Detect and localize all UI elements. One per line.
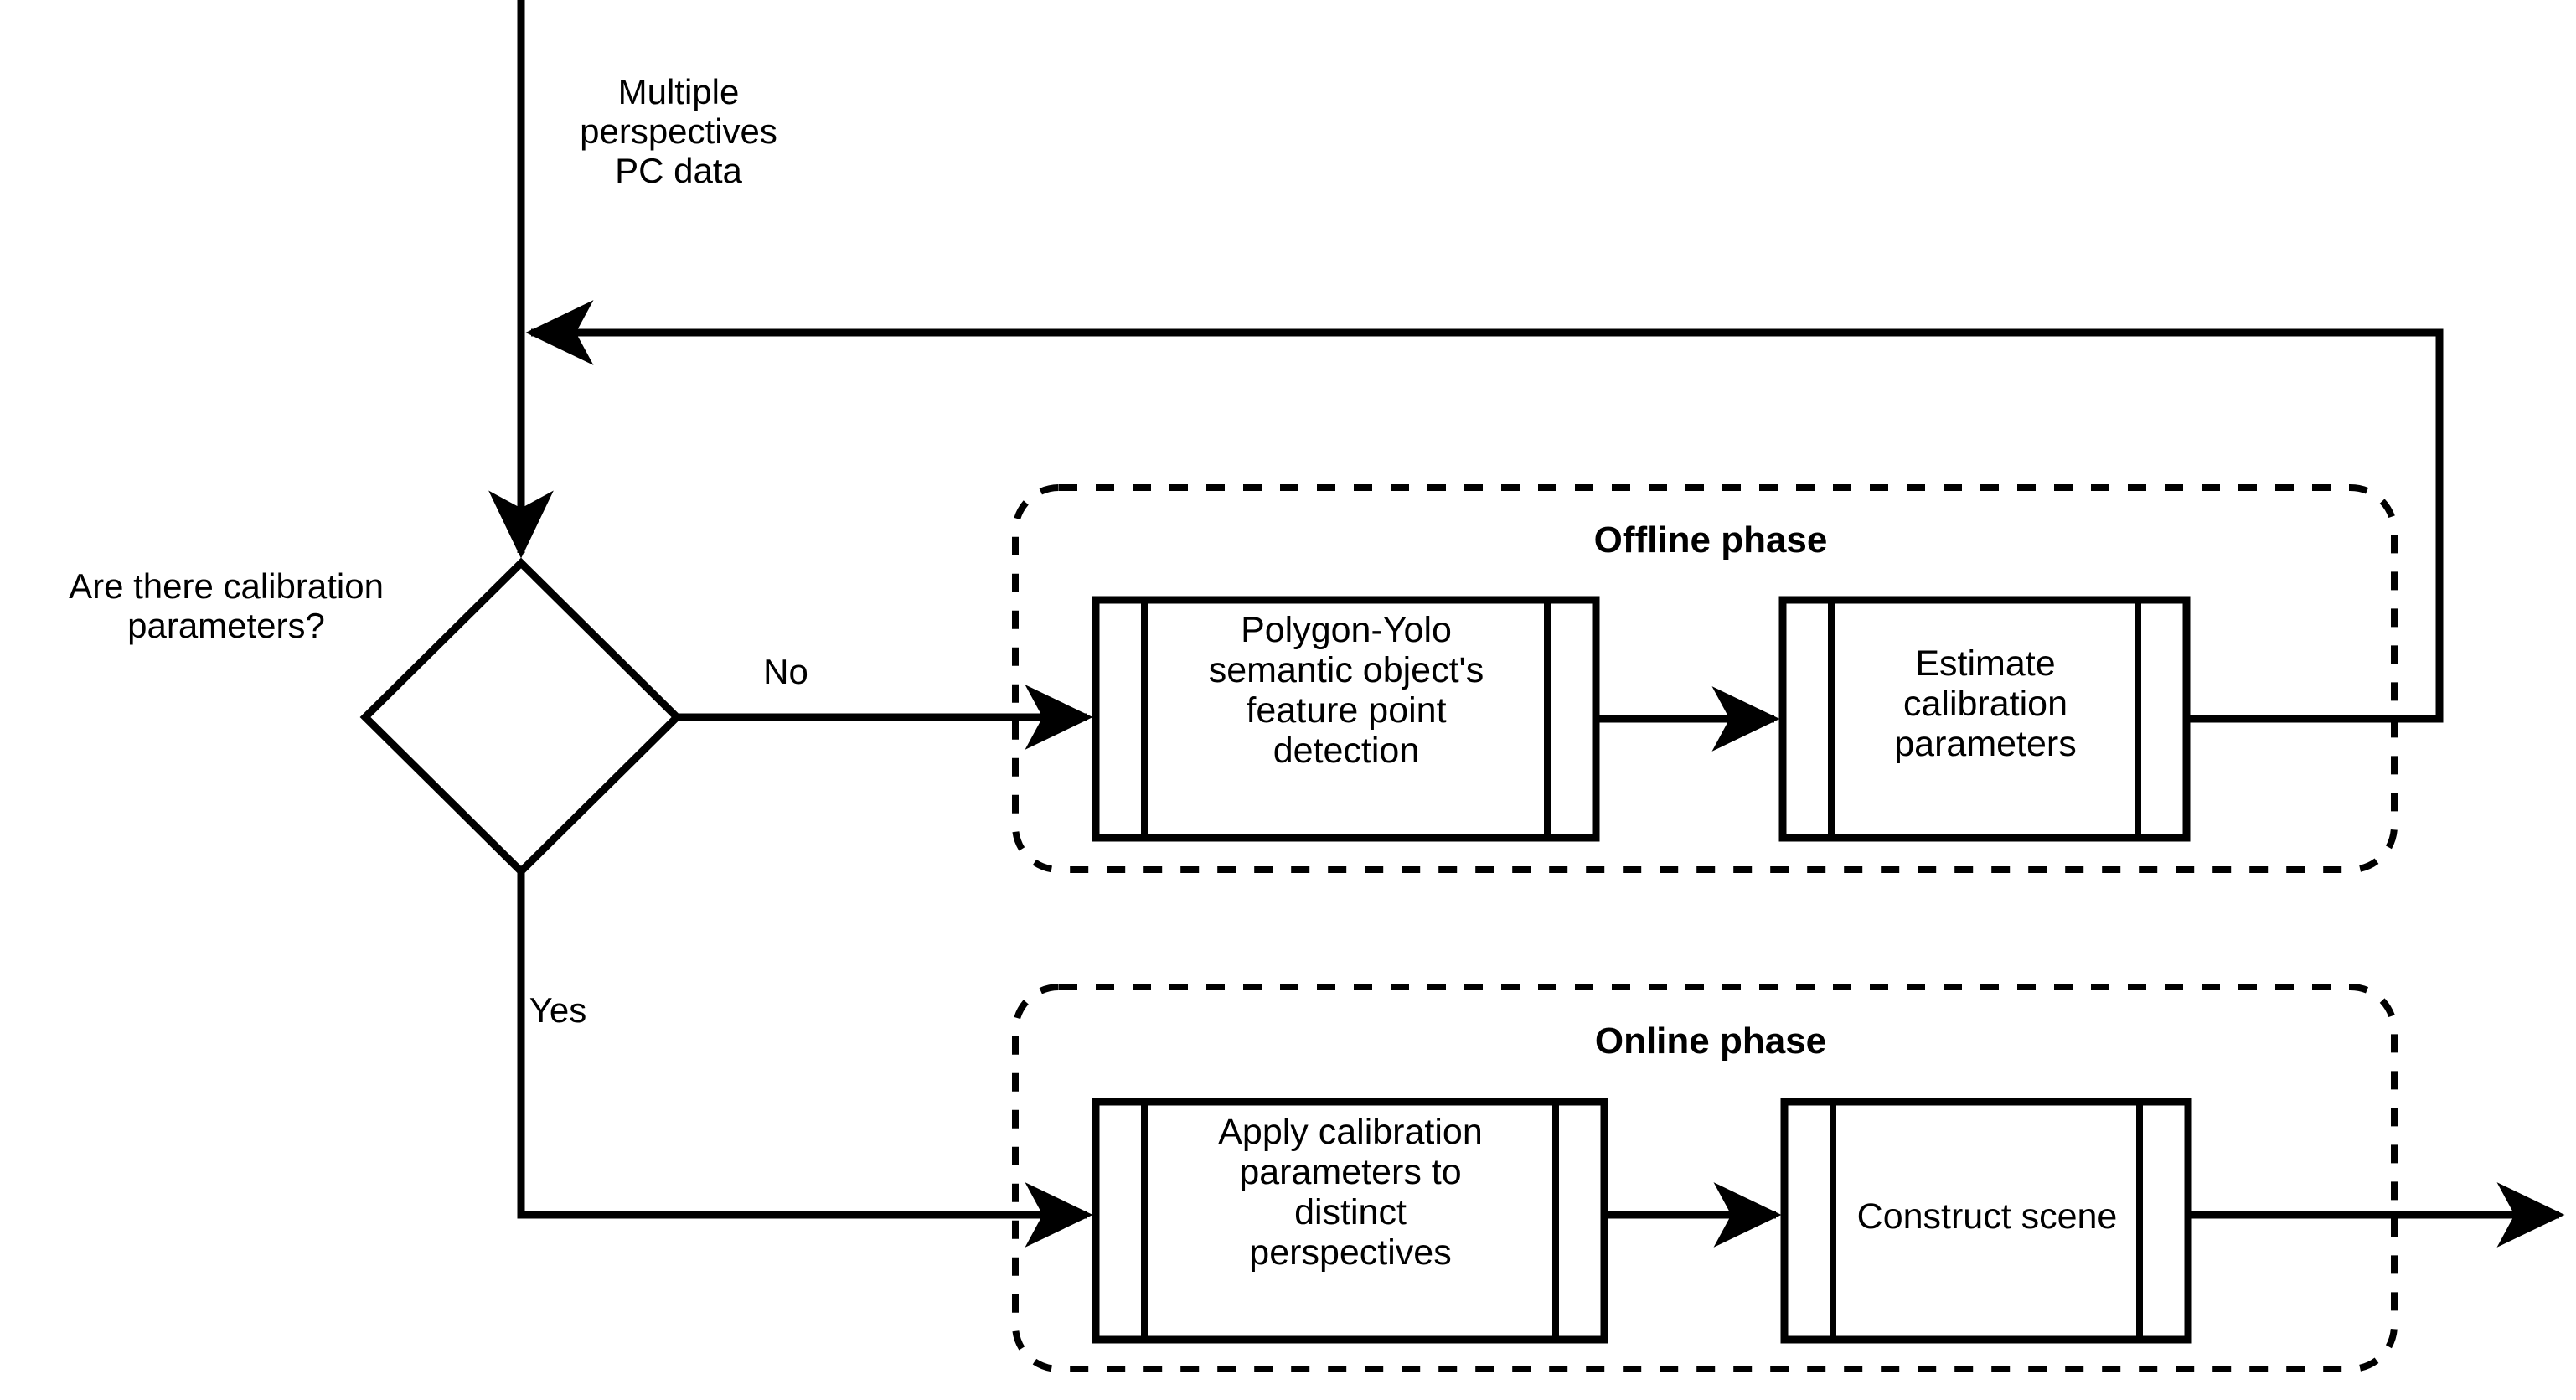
entry-data-label: Multiple perspectives PC data — [580, 72, 777, 191]
edge-label-no: No — [763, 652, 808, 691]
edge-estimate-feedback-to-entry — [525, 300, 2444, 723]
offline-phase-container — [1012, 484, 2398, 873]
node-estimate-calibration[interactable] — [1778, 596, 2191, 842]
edge-yes-to-apply-calibration — [517, 871, 1093, 1248]
node-label-estimate-calibration: Estimate calibration parameters — [1894, 643, 2077, 765]
node-label-polygon-yolo: Polygon-Yolo semantic object's feature p… — [1208, 610, 1484, 772]
decision-question-label: Are there calibration parameters? — [69, 566, 384, 646]
online-phase-title: Online phase — [1594, 1020, 1827, 1062]
online-phase-container — [1012, 984, 2398, 1372]
node-label-apply-calibration: Apply calibration parameters to distinct… — [1218, 1112, 1483, 1273]
offline-phase-title: Offline phase — [1593, 519, 1828, 561]
node-construct-scene[interactable] — [1780, 1098, 2192, 1344]
edge-label-yes: Yes — [529, 990, 587, 1030]
node-label-construct-scene: Construct scene — [1856, 1196, 2118, 1237]
node-polygon-yolo[interactable] — [1092, 596, 1600, 842]
node-apply-calibration[interactable] — [1092, 1098, 1608, 1344]
